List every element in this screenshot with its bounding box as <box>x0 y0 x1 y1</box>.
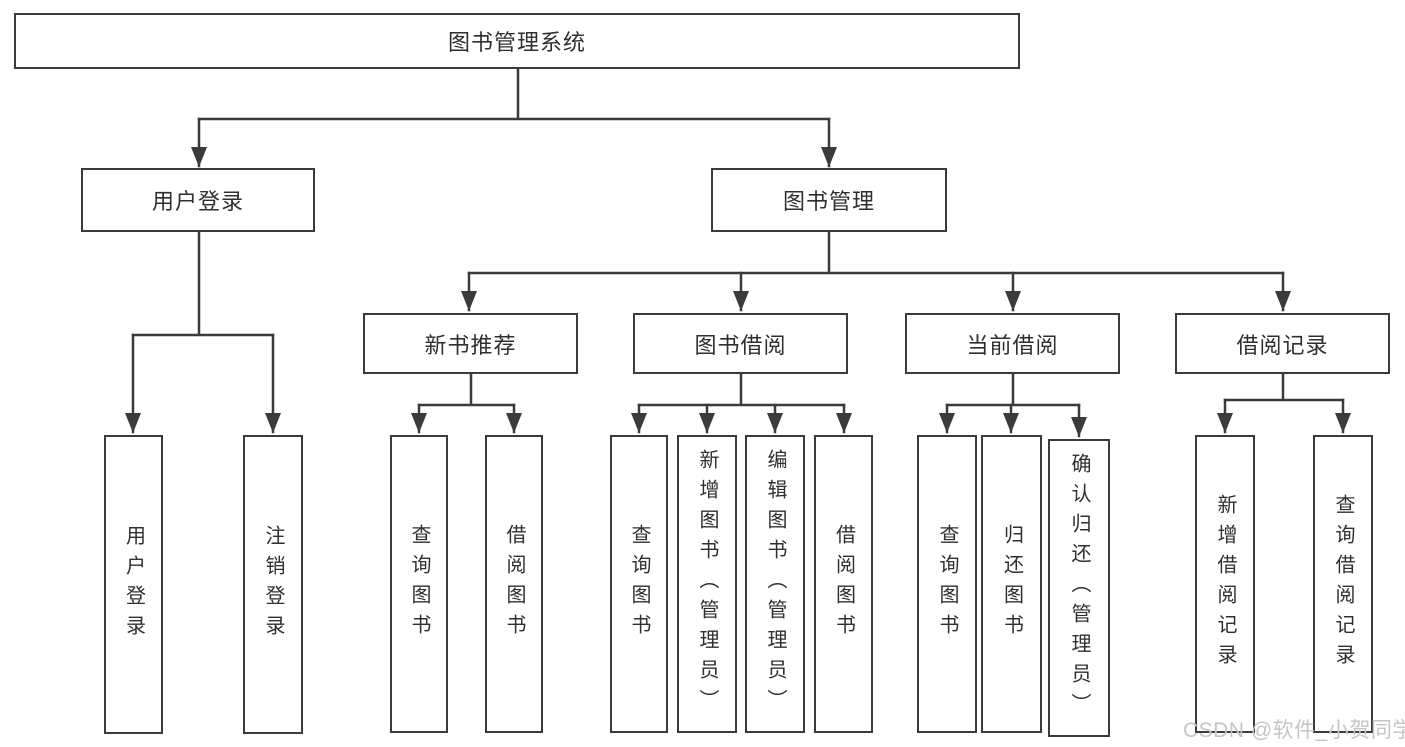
leaf-return-books: 归还图书 <box>981 435 1042 733</box>
leaf-query-books-borrowing: 查询图书 <box>610 435 668 733</box>
node-new-book-recommendation: 新书推荐 <box>363 313 578 374</box>
leaf-add-books-admin: 新增图书（管理员） <box>677 435 737 733</box>
node-user-login: 用户登录 <box>81 168 315 232</box>
leaf-user-login: 用户登录 <box>104 435 163 734</box>
node-library-management-system: 图书管理系统 <box>14 13 1020 69</box>
leaf-query-books-recommend: 查询图书 <box>390 435 448 733</box>
node-book-management: 图书管理 <box>711 168 947 232</box>
leaf-borrow-books-borrowing: 借阅图书 <box>814 435 873 733</box>
node-current-borrowing: 当前借阅 <box>905 313 1120 374</box>
node-borrowing-records: 借阅记录 <box>1175 313 1390 374</box>
leaf-add-borrowing-record: 新增借阅记录 <box>1195 435 1255 733</box>
leaf-query-books-current: 查询图书 <box>917 435 977 733</box>
leaf-query-borrowing-record: 查询借阅记录 <box>1313 435 1373 733</box>
leaf-edit-books-admin: 编辑图书（管理员） <box>745 435 805 733</box>
leaf-borrow-books-recommend: 借阅图书 <box>485 435 543 733</box>
leaf-confirm-return-admin: 确认归还（管理员） <box>1048 439 1110 737</box>
node-book-borrowing: 图书借阅 <box>633 313 848 374</box>
csdn-watermark: CSDN @软件_小贺同学 <box>1183 719 1405 742</box>
leaf-logout: 注销登录 <box>243 435 303 734</box>
